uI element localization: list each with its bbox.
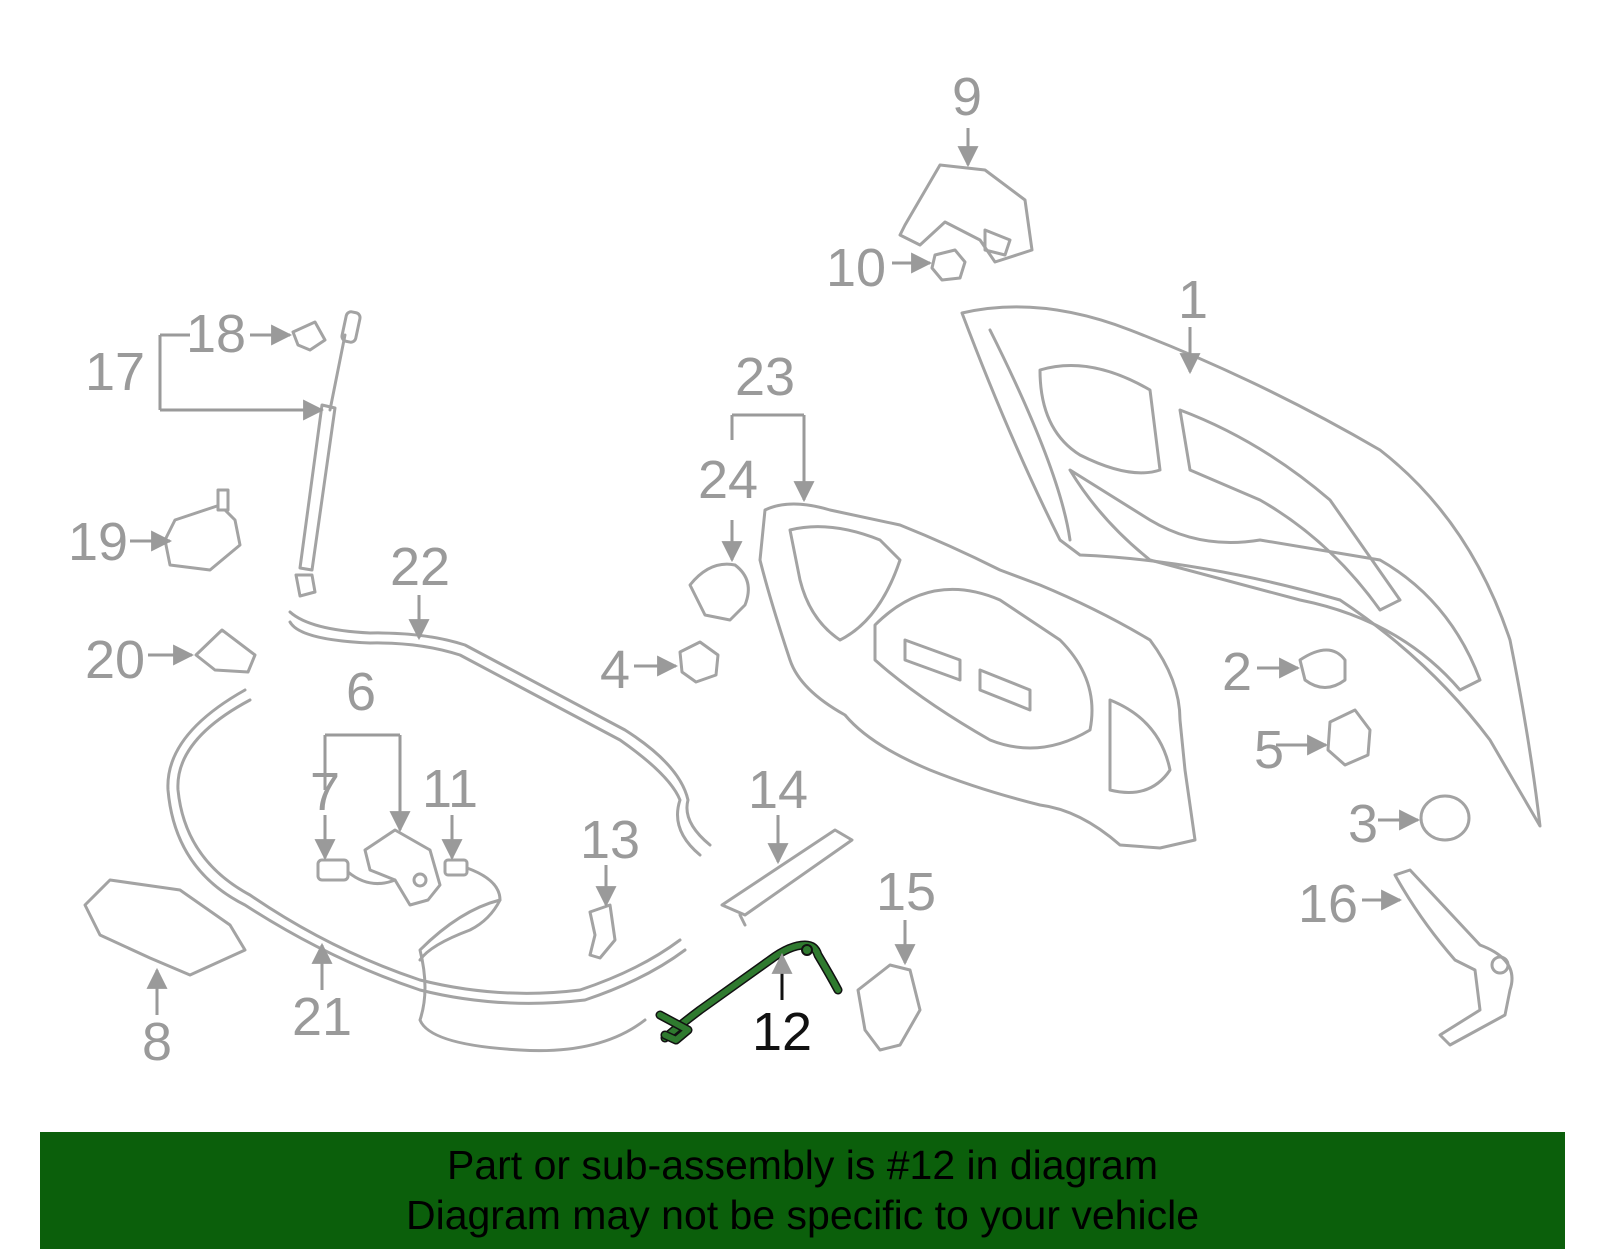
part-15-shield[interactable] [856, 963, 922, 1052]
part-22-seal[interactable] [288, 610, 712, 857]
callout-21: 21 [292, 987, 352, 1047]
callout-15: 15 [876, 862, 936, 922]
part-23-insulator-pad[interactable] [758, 502, 1197, 850]
part-7-switch[interactable] [316, 858, 397, 886]
callout-20: 20 [85, 630, 145, 690]
callout-1: 1 [1178, 270, 1208, 330]
part-11-sensor[interactable] [418, 858, 502, 962]
part-2-bumper[interactable] [1298, 648, 1347, 689]
callout-13: 13 [580, 810, 640, 870]
part-13-guide[interactable] [588, 903, 617, 960]
callout-9: 9 [952, 67, 982, 127]
part-14-bracket[interactable] [720, 828, 854, 927]
callout-17: 17 [85, 342, 145, 402]
callout-14: 14 [748, 760, 808, 820]
part-18-clip[interactable] [291, 320, 327, 352]
disclaimer-banner: Part or sub-assembly is #12 in diagram D… [40, 1132, 1565, 1249]
callout-labels: 1 2 3 4 5 6 7 8 9 10 11 12 13 14 15 16 1… [68, 67, 1378, 1072]
callout-4: 4 [600, 640, 630, 700]
part-12-highlighted-cable[interactable] [655, 940, 843, 1045]
part-12-grommet [801, 944, 813, 956]
part-6-latch[interactable] [363, 828, 442, 907]
part-1-hood[interactable] [960, 305, 1542, 828]
part-19-bracket[interactable] [163, 488, 242, 572]
callout-2: 2 [1222, 642, 1252, 702]
part-20-bumper[interactable] [194, 628, 257, 674]
part-9-bracket[interactable] [898, 163, 1034, 264]
callout-6: 6 [346, 662, 376, 722]
callout-18: 18 [186, 304, 246, 364]
banner-line-2: Diagram may not be specific to your vehi… [405, 1192, 1199, 1238]
callout-24: 24 [698, 450, 758, 510]
callout-12: 12 [752, 1002, 812, 1062]
part-5-nut[interactable] [1326, 708, 1372, 767]
parts-diagram: 1 2 3 4 5 6 7 8 9 10 11 12 13 14 15 16 1… [68, 67, 1542, 1072]
part-17-hood-strut[interactable] [294, 310, 362, 598]
part-4-nut[interactable] [678, 640, 720, 684]
callout-5: 5 [1254, 720, 1284, 780]
banner-line-1: Part or sub-assembly is #12 in diagram [447, 1142, 1158, 1188]
callout-10: 10 [826, 238, 886, 298]
callout-3: 3 [1348, 794, 1378, 854]
callout-19: 19 [68, 512, 128, 572]
callout-16: 16 [1298, 874, 1358, 934]
callout-8: 8 [142, 1012, 172, 1072]
callout-11: 11 [422, 759, 478, 819]
part-8-plate[interactable] [83, 878, 247, 977]
leader-lines [130, 128, 1421, 1015]
part-24-pad[interactable] [688, 562, 750, 622]
callout-7: 7 [310, 762, 340, 822]
callout-23: 23 [735, 347, 795, 407]
callout-22: 22 [390, 537, 450, 597]
part-3-plug[interactable] [1419, 794, 1471, 842]
part-10-nut[interactable] [930, 248, 967, 282]
part-16-hinge[interactable] [1393, 868, 1514, 1047]
